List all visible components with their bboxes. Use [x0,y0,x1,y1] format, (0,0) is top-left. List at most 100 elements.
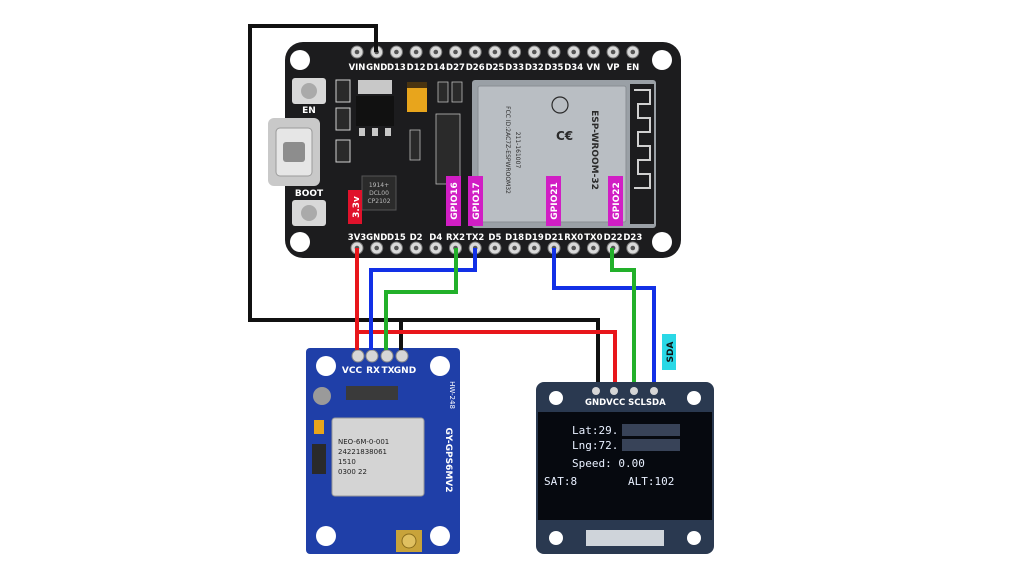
esp32-bottom-pin-hole [433,245,439,251]
gpio22-tag: GPIO22 [608,176,623,226]
usb-uart-chip: 1914+ DCL00 CP2102 [361,175,397,211]
usb-port [268,118,320,186]
esp32-bottom-pin-label: TX2 [466,233,484,243]
svg-text:GPIO22: GPIO22 [612,182,622,220]
gps-board-code: HW-248 [448,381,456,409]
esp32-top-pin-label: D14 [426,63,445,73]
wire-d22-scl [610,248,636,382]
esp32-top-pin-label: VP [607,63,620,73]
esp32-bottom-pin-hole [630,245,636,251]
module-name: ESP-WROOM-32 [589,110,599,190]
ce-mark-icon: C€ [556,129,573,143]
boot-button [292,200,326,226]
esp32-bottom-pin-label: D21 [545,233,564,243]
mounting-hole [316,526,336,546]
gps-pin-pad [395,349,409,363]
esp32-bottom-pin-label: D4 [429,233,442,243]
esp32-bottom-pin-label: 3V3 [348,233,366,243]
blurred-value [622,424,680,436]
blurred-value [622,439,680,451]
esp32-bottom-pin-label: D18 [505,233,524,243]
esp32-top-pin-hole [571,49,576,55]
svg-text:GPIO17: GPIO17 [472,182,482,220]
esp32-bottom-pin-label: D23 [623,233,642,243]
gps-pin-pad [380,349,394,363]
mounting-hole [687,531,701,545]
esp32-top-pin-hole [453,49,458,55]
gps-pin-vcc-label: VCC [342,366,363,376]
esp-wroom-32-module: ESP-WROOM-32 211-161007 FCC ID:2AC7Z-ESP… [472,80,656,228]
esp32-top-pin-hole [354,49,360,55]
wire-d21-sda [552,248,656,382]
svg-text:SDA: SDA [666,342,676,363]
oled-pins-label: GNDVCC SCLSDA [585,398,666,408]
resistor-array [435,113,461,185]
oled-module: GNDVCC SCLSDA Lat:29. Lng:72. Speed: 0.0… [536,382,714,554]
esp32-top-pin-label: D13 [387,63,406,73]
svg-text:1510: 1510 [338,458,356,466]
antenna-trace [634,89,651,189]
esp32-bottom-pin-label: RX0 [564,233,583,243]
gps-pin-tx-label: TX [381,366,394,376]
esp32-top-pin-label: D12 [407,63,426,73]
mounting-hole [549,391,563,405]
gps-pin-rx-label: RX [366,366,380,376]
esp32-bottom-pin-hole [591,245,596,251]
mounting-hole [652,50,672,70]
boot-button-label: BOOT [295,189,324,199]
en-button-label: EN [302,106,316,116]
oled-speed-line: Speed: 0.00 [572,457,645,470]
esp32-top-pin-label: D34 [564,63,583,73]
svg-text:0300 22: 0300 22 [338,468,367,476]
esp32-top-pin-hole [512,49,517,55]
svg-text:DCL00: DCL00 [369,190,389,197]
oled-alt-line: ALT:102 [628,475,674,488]
oled-lat-line: Lat:29. [572,424,618,437]
mounting-hole [290,232,310,252]
esp32-top-pin-label: D26 [466,63,485,73]
esp32-top-pin-label: VN [587,63,601,73]
gpio21-tag: GPIO21 [546,176,561,226]
wire-gnd-gps [248,24,403,350]
esp32-bottom-pin-label: RX2 [446,233,465,243]
esp32-top-pin-hole [492,49,498,55]
en-button [292,78,326,104]
esp32-bottom-pin-hole [394,245,399,251]
esp32-top-pin-hole [394,49,399,55]
esp32-top-pin-hole [532,49,537,55]
wire-vcc-oled [357,330,617,382]
ribbon-cable [586,530,664,546]
smd-component [335,139,351,163]
esp32-bottom-pin-hole [413,245,419,251]
esp32-bottom-pin-label: GND [366,233,387,243]
mounting-hole [687,391,701,405]
wifi-logo-icon [551,96,569,114]
mounting-hole [430,356,450,376]
tantalum-capacitor [407,82,427,112]
antenna-connector [396,530,422,552]
esp32-top-pin-label: D35 [545,63,564,73]
module-cert: 211-161007 [514,132,521,169]
gps-pin-pad [365,349,379,363]
esp32-top-pin-label: D32 [525,63,544,73]
battery-cell [313,387,331,405]
esp32-bottom-pin-label: TX0 [584,233,602,243]
esp32-top-pin-label: D33 [505,63,524,73]
gpio17-tag: GPIO17 [468,176,483,226]
svg-text:24221838061: 24221838061 [338,448,387,456]
esp32-bottom-pin-label: D15 [387,233,406,243]
esp32-top-pin-hole [630,49,636,55]
smd-component [335,107,351,131]
module-fcc: FCC ID:2AC7Z-ESPWROOM32 [504,106,511,194]
esp32-top-pin-hole [591,49,596,55]
mounting-hole [316,356,336,376]
gps-pin-gnd-label: GND [394,366,416,376]
wire-tx2-gps-rx [369,248,477,350]
mounting-hole [290,50,310,70]
esp32-top-pin-hole [551,49,557,55]
esp32-bottom-pin-hole [512,245,517,251]
wire-rx2-gps-tx [384,248,458,350]
sda-tag: SDA [662,334,676,370]
